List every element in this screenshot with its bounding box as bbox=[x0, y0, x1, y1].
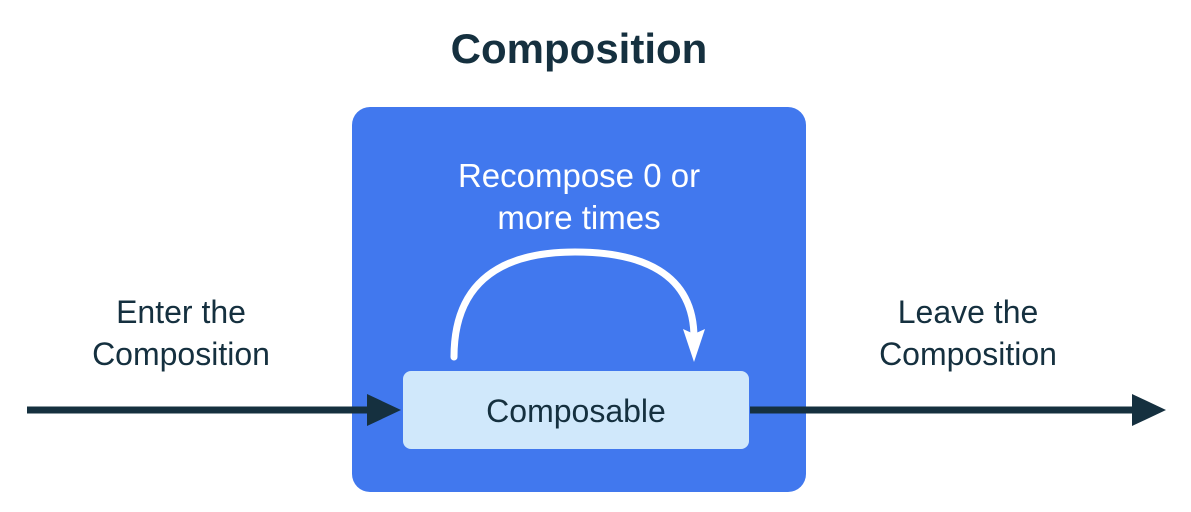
recompose-loop-arrowhead bbox=[683, 329, 705, 362]
composable-box bbox=[403, 371, 749, 449]
leave-label-line2: Composition bbox=[879, 336, 1057, 372]
enter-label-line1: Enter the bbox=[116, 294, 246, 330]
recompose-loop-arrow bbox=[450, 248, 705, 362]
leave-label-line1: Leave the bbox=[898, 294, 1039, 330]
recompose-label-line2: more times bbox=[497, 199, 660, 236]
enter-arrow bbox=[27, 394, 401, 426]
composable-label: Composable bbox=[486, 393, 666, 429]
enter-arrowhead bbox=[367, 394, 401, 426]
leave-arrow bbox=[750, 394, 1166, 426]
recompose-label-line1: Recompose 0 or bbox=[458, 157, 700, 194]
enter-label-line2: Composition bbox=[92, 336, 270, 372]
leave-arrowhead bbox=[1132, 394, 1166, 426]
diagram-title: Composition bbox=[451, 25, 708, 72]
